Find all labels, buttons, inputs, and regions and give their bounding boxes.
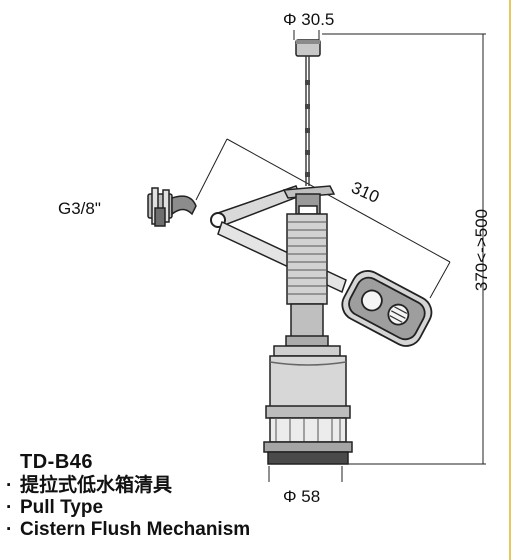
- top-diameter-label: Φ 30.5: [283, 10, 334, 29]
- inlet-valve: [147, 187, 197, 227]
- feature-item: · 提拉式低水箱清具: [6, 476, 250, 495]
- model-number: TD-B46: [20, 451, 94, 473]
- bullet-dot: ·: [6, 519, 13, 540]
- bullet-dot: ·: [6, 497, 13, 518]
- flush-button-plate: [341, 270, 433, 347]
- product-caption: TD-B46 · 提拉式低水箱清具 · Pull Type · Cistern Flu…: [6, 452, 250, 542]
- feature-text: Cistern Flush Mechanism: [20, 519, 251, 540]
- overflow-column: [273, 185, 341, 357]
- feature-item: · Pull Type: [6, 498, 250, 517]
- feature-item: · Cistern Flush Mechanism: [6, 520, 250, 539]
- pull-rod: [305, 56, 310, 186]
- inlet-thread-label: G3/8": [58, 199, 101, 218]
- dimension-lines: [195, 30, 486, 482]
- arm-length-label: 310: [348, 178, 382, 207]
- valve-body: [263, 355, 353, 465]
- feature-text: 提拉式低水箱清具: [20, 475, 173, 496]
- feature-text: Pull Type: [20, 497, 104, 518]
- bullet-dot: ·: [6, 475, 13, 496]
- page-edge-divider: [509, 0, 511, 560]
- bottom-diameter-label: Φ 58: [283, 487, 320, 506]
- pull-knob: [295, 39, 321, 57]
- height-range-label: 370<->500: [472, 209, 491, 291]
